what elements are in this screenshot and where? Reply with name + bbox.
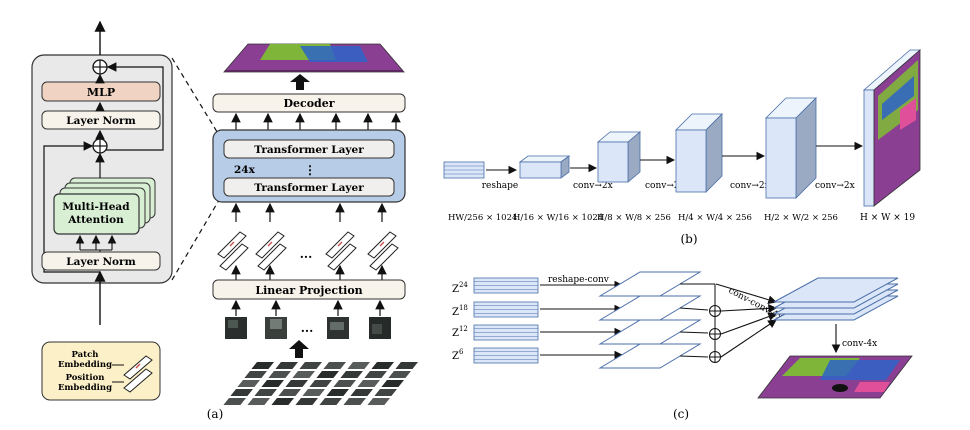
- dim-1: H/16 × W/16 × 1024: [513, 213, 603, 223]
- z12-label: Z12: [452, 325, 468, 339]
- transformer-layer-bottom-box: [223, 177, 395, 197]
- feature-planes: [598, 271, 702, 369]
- decoder-label: Decoder: [283, 97, 334, 110]
- panel-b: reshape conv→2x conv→2x conv→2x: [443, 49, 922, 246]
- op-reshape: reshape: [482, 181, 519, 191]
- multi-head-attention-box: [53, 193, 140, 235]
- op-conv-3: conv→2x: [730, 181, 770, 191]
- output-arrow-icon: [290, 74, 310, 90]
- legend-position-line2: Embedding: [58, 383, 112, 393]
- feature-cube-1: [518, 155, 571, 179]
- layer-norm-bottom-box: [41, 251, 161, 271]
- embedding-tokens: [217, 231, 399, 271]
- token-ellipsis: ...: [300, 247, 313, 261]
- stacked-features: [773, 277, 899, 321]
- panel-a: MLP Layer Norm Multi-Head Attention Laye…: [31, 20, 418, 421]
- linear-projection-label: Linear Projection: [255, 284, 362, 297]
- feature-cube-3: [675, 113, 723, 193]
- op-conv-conv-4x: conv-conv-4x: [727, 286, 784, 323]
- z6-label: Z6: [452, 348, 464, 362]
- legend-patch-line2: Embedding: [58, 360, 112, 370]
- dim-2: H/8 × W/8 × 256: [597, 213, 671, 223]
- transformer-layer-top-box: [223, 139, 395, 159]
- z24-label: Z24: [452, 281, 468, 295]
- caption-b: (b): [680, 232, 697, 246]
- vertical-ellipsis: ⋮: [304, 163, 316, 177]
- feature-cube-4: [765, 97, 817, 199]
- layer-norm-top-label: Layer Norm: [66, 115, 135, 127]
- image-patches: [225, 317, 391, 339]
- sequence-tokens-b: [443, 161, 485, 179]
- caption-a: (a): [207, 407, 224, 421]
- input-arrow-icon: [289, 340, 309, 358]
- dim-3: H/4 × W/4 × 256: [678, 213, 752, 223]
- op-reshape-conv: reshape-conv: [548, 275, 610, 285]
- input-patch-grid: [223, 362, 418, 405]
- op-conv-4x: conv-4x: [842, 339, 877, 349]
- dim-0: HW/256 × 1024: [448, 213, 517, 223]
- transformer-layer-top-label: Transformer Layer: [254, 144, 364, 156]
- repeat-count: 24x: [234, 164, 256, 176]
- z18-label: Z18: [452, 304, 468, 318]
- op-conv-4: conv→2x: [815, 181, 855, 191]
- segmentation-output-c: [757, 355, 913, 399]
- segmentation-output-top: [223, 43, 405, 73]
- dim-4: H/2 × W/2 × 256: [764, 213, 838, 223]
- layer-norm-bottom-label: Layer Norm: [66, 256, 135, 268]
- panel-c: Z24 Z18 Z12 Z6 reshape-conv: [452, 271, 913, 421]
- op-conv-1: conv→2x: [573, 181, 613, 191]
- mlp-label: MLP: [87, 86, 115, 99]
- legend-patch-line1: Patch: [72, 350, 99, 360]
- linear-projection-box: [212, 279, 406, 300]
- caption-c: (c): [673, 407, 689, 421]
- fusion-add-nodes: [709, 305, 721, 363]
- sequence-tokens-c: [473, 277, 539, 364]
- segmentation-output-b: [862, 49, 922, 207]
- feature-cube-2: [596, 131, 642, 183]
- op-conv-2: conv→2x: [645, 181, 685, 191]
- dim-5: H × W × 19: [860, 213, 915, 223]
- transformer-layer-bottom-label: Transformer Layer: [254, 182, 364, 194]
- attention-label-line2: Attention: [67, 214, 124, 226]
- patch-ellipsis: ...: [301, 321, 314, 335]
- attention-label-line1: Multi-Head: [62, 201, 130, 213]
- decoder-box: [212, 93, 406, 113]
- legend-embedding-icon: [123, 355, 153, 393]
- legend-position-line1: Position: [66, 373, 105, 383]
